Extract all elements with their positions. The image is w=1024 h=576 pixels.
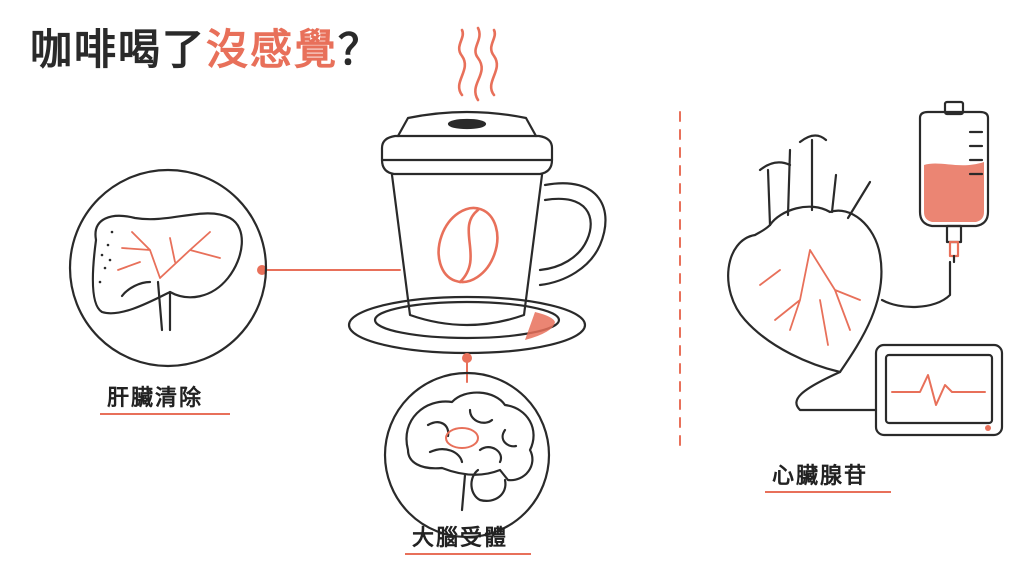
liver-icon xyxy=(68,168,268,368)
underline-brain xyxy=(405,553,531,555)
label-brain: 大腦受體 xyxy=(412,526,509,551)
heart-monitor-icon xyxy=(874,343,1004,437)
underline-liver xyxy=(100,413,230,415)
underline-heart xyxy=(765,491,891,493)
title-suffix: ？ xyxy=(338,25,383,74)
title-prefix: 咖啡喝了 xyxy=(30,25,207,74)
page-title: 咖啡喝了沒感覺？ xyxy=(30,20,382,80)
label-liver: 肝臟清除 xyxy=(107,386,204,411)
title-accent: 沒感覺 xyxy=(206,25,339,74)
iv-bag-icon xyxy=(918,100,990,264)
brain-icon xyxy=(383,371,551,539)
heart-icon xyxy=(727,134,952,412)
coffee-cup-icon xyxy=(347,110,607,355)
label-heart: 心臟腺苷 xyxy=(772,464,869,489)
steam-icon xyxy=(457,26,499,102)
coffee-bean-icon xyxy=(437,206,499,284)
